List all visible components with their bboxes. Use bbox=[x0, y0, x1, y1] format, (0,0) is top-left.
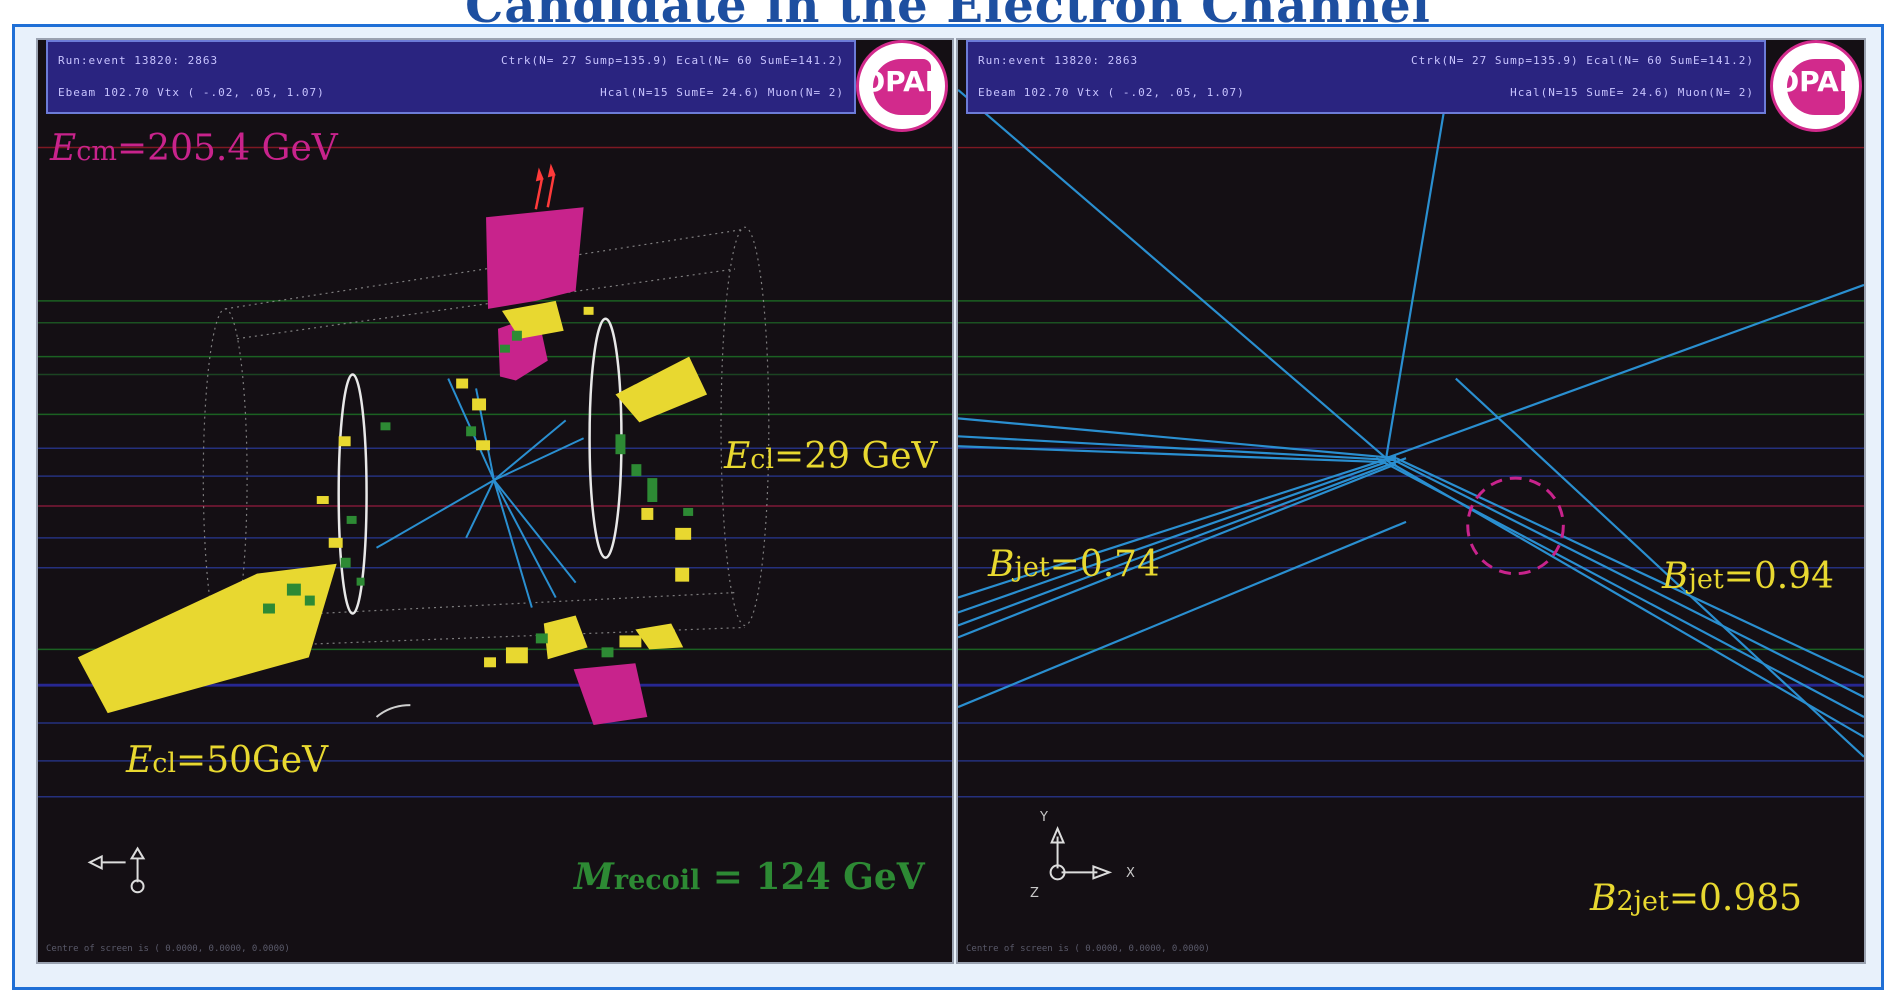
event-display-xy: Run:event 13820: 2863 Ctrk(N= 27 Sump=13… bbox=[956, 38, 1866, 964]
hcal-muon-summary: Hcal(N=15 SumE= 24.6) Muon(N= 2) bbox=[1510, 86, 1754, 99]
vertex-zoom-view bbox=[958, 40, 1864, 881]
opal-logo: OPAL bbox=[1770, 40, 1862, 132]
mrecoil-label: Mrecoil = 124 GeV bbox=[574, 856, 925, 898]
hcal-muon-summary: Hcal(N=15 SumE= 24.6) Muon(N= 2) bbox=[600, 86, 844, 99]
beam-vertex-label: Ebeam 102.70 Vtx ( -.02, .05, 1.07) bbox=[58, 86, 325, 99]
tracking-summary: Ctrk(N= 27 Sump=135.9) Ecal(N= 60 SumE=1… bbox=[500, 54, 844, 67]
ecm-label: Ecm=205.4 GeV bbox=[50, 128, 338, 169]
ecl-29-label: Ecl=29 GeV bbox=[724, 436, 938, 477]
axis-y-label: Y bbox=[1040, 810, 1048, 825]
bjet-074-label: Bjet=0.74 bbox=[988, 544, 1160, 585]
tracking-summary: Ctrk(N= 27 Sump=135.9) Ecal(N= 60 SumE=1… bbox=[1410, 54, 1754, 67]
axis-x-label: X bbox=[1126, 866, 1135, 881]
run-event-label: Run:event 13820: 2863 bbox=[58, 54, 219, 67]
event-info-box: Run:event 13820: 2863 Ctrk(N= 27 Sump=13… bbox=[46, 40, 856, 114]
ecl-50-label: Ecl=50GeV bbox=[126, 740, 329, 781]
b2jet-label: B2jet=0.985 bbox=[1590, 878, 1803, 919]
logo-text: OPAL bbox=[1775, 65, 1857, 98]
opal-logo: OPAL bbox=[856, 40, 948, 132]
logo-text: OPAL bbox=[861, 65, 943, 98]
screen-centre-footer: Centre of screen is ( 0.0000, 0.0000, 0.… bbox=[966, 944, 1210, 954]
beam-vertex-label: Ebeam 102.70 Vtx ( -.02, .05, 1.07) bbox=[978, 86, 1245, 99]
event-info-box: Run:event 13820: 2863 Ctrk(N= 27 Sump=13… bbox=[966, 40, 1766, 114]
detector-view-3d bbox=[38, 146, 952, 894]
axis-z-label: Z bbox=[1030, 886, 1039, 901]
event-display-3d: Run:event 13820: 2863 Ctrk(N= 27 Sump=13… bbox=[36, 38, 954, 964]
bjet-094-label: Bjet=0.94 bbox=[1662, 556, 1834, 597]
run-event-label: Run:event 13820: 2863 bbox=[978, 54, 1139, 67]
screen-centre-footer: Centre of screen is ( 0.0000, 0.0000, 0.… bbox=[46, 944, 290, 954]
